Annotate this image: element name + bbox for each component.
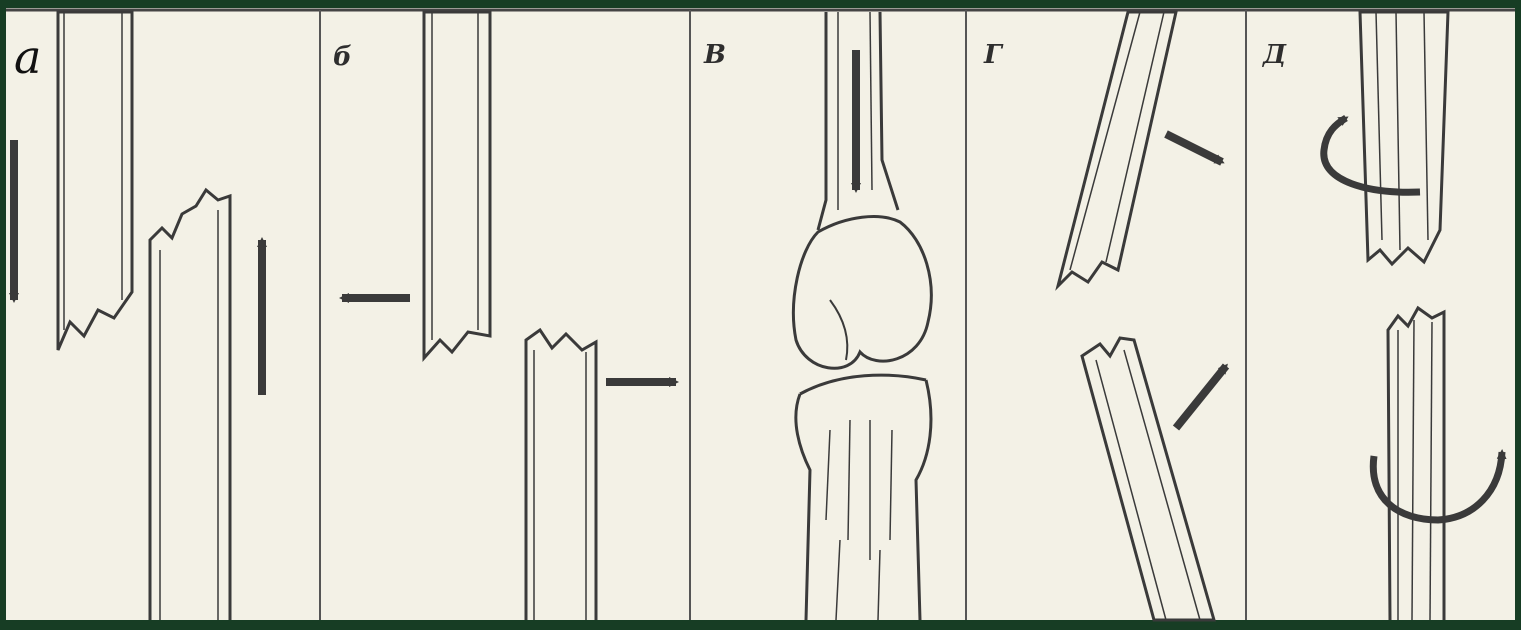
upper-bone-fragment [58, 12, 132, 350]
panel-label-b: б [333, 42, 352, 72]
femoral-condyles [793, 217, 931, 369]
lower-bone-fragment-d [1388, 308, 1444, 620]
paper-background [6, 8, 1515, 620]
panel-label-g: Г [984, 40, 1002, 70]
panel-label-a: а [14, 30, 41, 84]
panel-label-d: Д [1263, 40, 1286, 70]
upper-bone-fragment-b [424, 12, 490, 358]
panel-label-v: В [704, 40, 726, 70]
upper-bone-fragment-d [1360, 12, 1448, 264]
